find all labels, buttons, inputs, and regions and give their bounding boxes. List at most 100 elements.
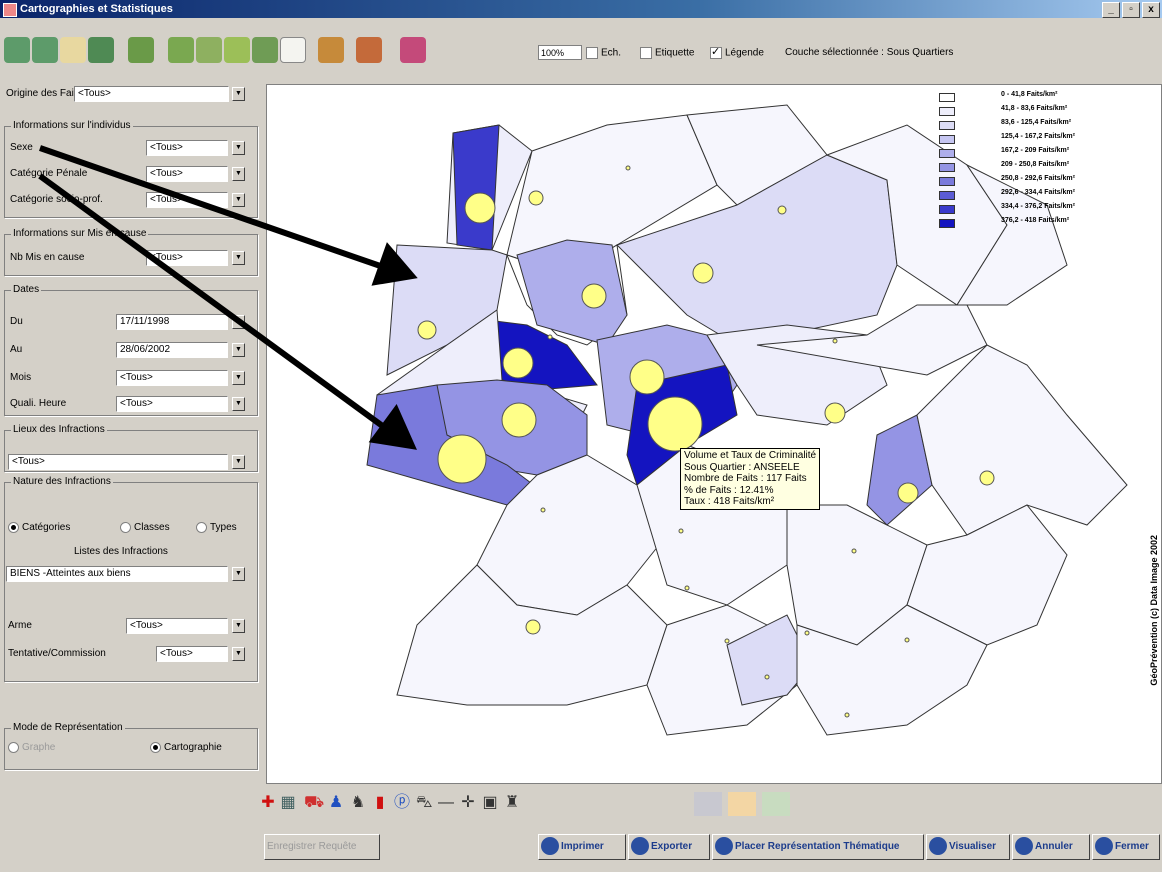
listes-dropdown-icon[interactable]: ▼ bbox=[232, 567, 245, 581]
heure-select[interactable]: <Tous> bbox=[116, 396, 228, 412]
radio-categories-dot[interactable] bbox=[8, 522, 19, 533]
zoom-select[interactable]: 100% bbox=[538, 45, 582, 60]
arme-dropdown-icon[interactable]: ▼ bbox=[232, 619, 245, 633]
sexe-select[interactable]: <Tous> bbox=[146, 140, 228, 156]
zoom-in-icon[interactable] bbox=[4, 37, 30, 63]
tentative-dropdown-icon[interactable]: ▼ bbox=[232, 647, 245, 661]
layer-remove-icon[interactable] bbox=[224, 37, 250, 63]
line-icon[interactable]: — bbox=[438, 794, 454, 811]
nature-group-label: Nature des Infractions bbox=[11, 476, 113, 487]
echelle-checkbox[interactable]: Ech. bbox=[586, 47, 621, 59]
radio-cartographie-dot[interactable] bbox=[150, 742, 161, 753]
legend-swatch bbox=[939, 191, 955, 200]
du-label: Du bbox=[10, 316, 23, 327]
categorie-socio-select[interactable]: <Tous> bbox=[146, 192, 228, 208]
legende-checkbox[interactable]: Légende bbox=[710, 45, 764, 59]
radio-classes[interactable]: Classes bbox=[120, 522, 170, 533]
nb-mis-select[interactable]: <Tous> bbox=[146, 250, 228, 266]
lieux-dropdown-icon[interactable]: ▼ bbox=[232, 455, 245, 469]
place-thematic-button[interactable]: Placer Représentation Thématique bbox=[712, 834, 924, 860]
du-date-field[interactable]: 17/11/1998 bbox=[116, 314, 228, 330]
lieux-select[interactable]: <Tous> bbox=[8, 454, 228, 470]
radio-cartographie[interactable]: Cartographie bbox=[150, 742, 222, 753]
cancel-button[interactable]: Annuler bbox=[1012, 834, 1090, 860]
crime-bubble bbox=[547, 334, 553, 340]
arme-select[interactable]: <Tous> bbox=[126, 618, 228, 634]
bus-icon[interactable]: ⛟ bbox=[304, 794, 325, 811]
legend-row: 292,6 - 334,4 Faits/km² bbox=[939, 189, 1159, 200]
zoom-out-icon[interactable] bbox=[32, 37, 58, 63]
visualize-button[interactable]: Visualiser bbox=[926, 834, 1010, 860]
mois-select[interactable]: <Tous> bbox=[116, 370, 228, 386]
building-icon[interactable]: ▮ bbox=[375, 794, 385, 811]
crime-bubble bbox=[851, 548, 857, 554]
thematic-icon[interactable] bbox=[356, 37, 382, 63]
mois-dropdown-icon[interactable]: ▼ bbox=[232, 371, 245, 385]
heure-label: Quali. Heure bbox=[10, 398, 67, 409]
full-extent-icon[interactable] bbox=[88, 37, 114, 63]
car-icon[interactable]: ⛍ bbox=[416, 794, 433, 811]
color-swatch-green[interactable] bbox=[762, 792, 790, 816]
categorie-socio-dropdown-icon[interactable]: ▼ bbox=[232, 193, 245, 207]
pan-hand-icon[interactable] bbox=[60, 37, 86, 63]
radio-classes-dot[interactable] bbox=[120, 522, 131, 533]
radio-types[interactable]: Types bbox=[196, 522, 237, 533]
cross-icon[interactable]: ✛ bbox=[461, 794, 475, 811]
crime-bubble bbox=[528, 190, 544, 206]
grid-icon[interactable]: ▦ bbox=[280, 794, 296, 811]
sexe-dropdown-icon[interactable]: ▼ bbox=[232, 141, 245, 155]
tentative-select[interactable]: <Tous> bbox=[156, 646, 228, 662]
color-swatch-orange[interactable] bbox=[728, 792, 756, 816]
radio-graphe-dot[interactable] bbox=[8, 742, 19, 753]
toolbar: 100% Ech. Etiquette Légende Couche sélec… bbox=[0, 19, 1162, 79]
legende-check-box[interactable] bbox=[710, 45, 722, 59]
identify-icon[interactable] bbox=[280, 37, 306, 63]
save-request-button[interactable]: Enregistrer Requête bbox=[264, 834, 380, 860]
sexe-label: Sexe bbox=[10, 142, 33, 153]
categorie-socio-label: Catégorie socio-prof. bbox=[10, 194, 103, 205]
paint-icon[interactable] bbox=[318, 37, 344, 63]
categorie-penale-select[interactable]: <Tous> bbox=[146, 166, 228, 182]
echelle-check-box[interactable] bbox=[586, 47, 598, 59]
close-form-button[interactable]: Fermer bbox=[1092, 834, 1160, 860]
categorie-penale-dropdown-icon[interactable]: ▼ bbox=[232, 167, 245, 181]
listes-select[interactable]: BIENS -Atteintes aux biens bbox=[6, 566, 228, 582]
print-button[interactable]: Imprimer bbox=[538, 834, 626, 860]
origine-dropdown-icon[interactable]: ▼ bbox=[232, 87, 245, 101]
parking-icon[interactable]: ⓟ bbox=[394, 794, 411, 811]
copyright-text: GéoPrévention (c) Data Image 2002 bbox=[1149, 535, 1159, 686]
layer-add-icon[interactable] bbox=[168, 37, 194, 63]
tooltip-rate: Taux : 418 Faits/km² bbox=[684, 496, 775, 507]
layer-edit-icon[interactable] bbox=[196, 37, 222, 63]
person-icon[interactable]: ♟ bbox=[328, 794, 344, 811]
select-icon[interactable] bbox=[128, 37, 154, 63]
bottle-icon[interactable]: ♜ bbox=[504, 794, 520, 811]
radio-types-dot[interactable] bbox=[196, 522, 207, 533]
book-icon[interactable] bbox=[400, 37, 426, 63]
etiquette-check-box[interactable] bbox=[640, 47, 652, 59]
add-point-icon[interactable]: ✚ bbox=[261, 794, 275, 811]
au-date-field[interactable]: 28/06/2002 bbox=[116, 342, 228, 358]
origine-select[interactable]: <Tous> bbox=[74, 86, 229, 102]
radio-categories[interactable]: Catégories bbox=[8, 522, 70, 533]
close-button[interactable]: x bbox=[1142, 2, 1160, 18]
export-button[interactable]: Exporter bbox=[628, 834, 710, 860]
district-polygon bbox=[916, 344, 1128, 536]
crime-bubble bbox=[979, 470, 995, 486]
crime-bubble bbox=[502, 347, 534, 379]
etiquette-checkbox[interactable]: Etiquette bbox=[640, 47, 694, 59]
radio-graphe[interactable]: Graphe bbox=[8, 742, 55, 753]
crime-bubble bbox=[525, 619, 541, 635]
mois-label: Mois bbox=[10, 372, 32, 383]
au-dropdown-icon[interactable]: ▼ bbox=[232, 343, 245, 357]
heure-dropdown-icon[interactable]: ▼ bbox=[232, 397, 245, 411]
nb-mis-dropdown-icon[interactable]: ▼ bbox=[232, 251, 245, 265]
maximize-button[interactable]: ▫ bbox=[1122, 2, 1140, 18]
color-swatch-grey[interactable] bbox=[694, 792, 722, 816]
minimize-button[interactable]: _ bbox=[1102, 2, 1120, 18]
door-icon[interactable]: ▣ bbox=[482, 794, 498, 811]
layer-props-icon[interactable] bbox=[252, 37, 278, 63]
du-dropdown-icon[interactable]: ▼ bbox=[232, 315, 245, 329]
walker-icon[interactable]: ♞ bbox=[350, 794, 366, 811]
